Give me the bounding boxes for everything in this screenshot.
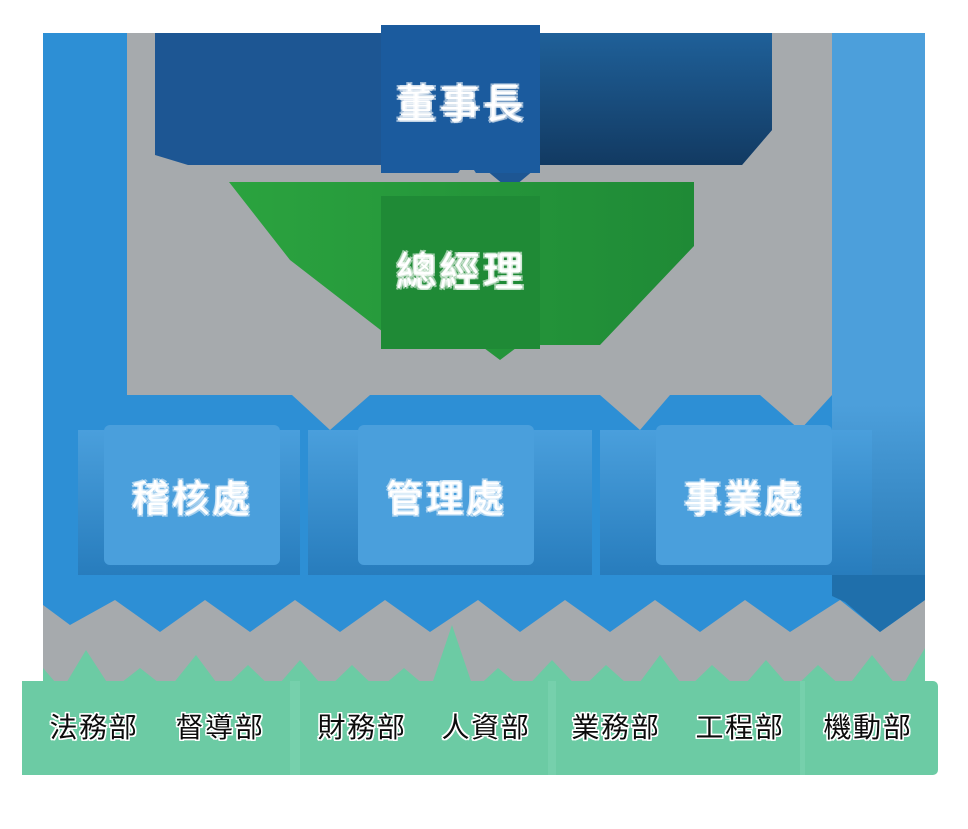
node-label-engineering-dept[interactable]: 工程部 [695,711,785,744]
node-supervision-dept-shape[interactable] [156,681,290,775]
node-label-supervision-dept[interactable]: 督導部 [175,711,265,744]
node-label-hr-dept[interactable]: 人資部 [441,711,531,744]
node-finance-dept-shape[interactable] [300,681,424,775]
node-audit-division-shape[interactable] [104,425,280,565]
node-label-business-division[interactable]: 事業處 [683,476,805,521]
node-label-management-division[interactable]: 管理處 [385,476,507,521]
node-engineering-dept-shape[interactable] [680,681,804,775]
node-label-mobile-dept[interactable]: 機動部 [823,711,913,744]
node-label-audit-division[interactable]: 稽核處 [131,476,253,521]
node-mobile-dept-shape[interactable] [804,681,938,775]
node-sales-dept-shape[interactable] [556,681,680,775]
node-label-finance-dept[interactable]: 財務部 [317,711,407,744]
node-business-division-shape[interactable] [656,425,832,565]
node-label-chairman[interactable]: 董事長 [395,80,527,128]
node-label-general-manager[interactable]: 總經理 [395,248,527,296]
level4-cards [22,681,938,775]
node-chairman-shape[interactable] [155,25,772,192]
node-management-division-shape[interactable] [358,425,534,565]
node-general-manager-shape[interactable] [229,182,694,360]
node-label-legal-dept[interactable]: 法務部 [49,711,139,744]
node-hr-dept-shape[interactable] [424,681,548,775]
node-legal-dept-shape[interactable] [22,681,156,775]
connector-gray-lower [43,575,925,700]
node-label-sales-dept[interactable]: 業務部 [571,711,661,744]
